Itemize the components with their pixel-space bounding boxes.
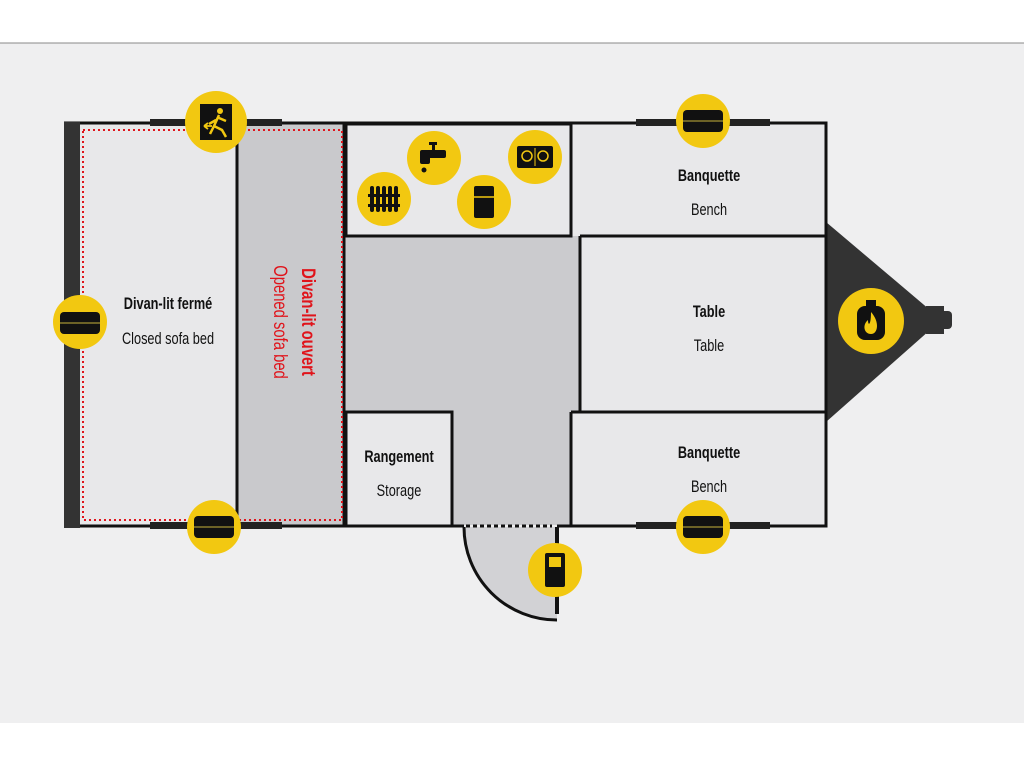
opened-sofa-en: Opened sofa bed [270,265,291,379]
stove-icon [508,130,562,184]
closed-sofa-fr: Divan-lit fermé [124,294,213,313]
window-icon [676,94,730,148]
window-icon [53,295,107,349]
table-fr: Table [693,302,725,321]
radiator-icon [357,172,411,226]
bench-top-en: Bench [691,200,727,219]
opened-sofa-area [237,124,344,525]
door-icon [528,543,582,597]
opened-sofa-label: Divan-lit ouvert Opened sofa bed [270,265,319,379]
window-icon [187,500,241,554]
window-icon [676,500,730,554]
table-area [580,236,826,412]
bench-bottom-en: Bench [691,477,727,496]
emergency-exit-icon [185,91,247,153]
closed-sofa-en: Closed sofa bed [122,329,214,348]
storage-area [346,412,452,525]
bench-top-fr: Banquette [678,166,740,185]
opened-sofa-fr: Divan-lit ouvert [298,268,319,376]
closed-sofa-label: Divan-lit fermé Closed sofa bed [122,294,214,348]
bench-bottom-fr: Banquette [678,443,740,462]
storage-fr: Rangement [364,447,433,466]
gas-bottle-icon [838,288,904,354]
table-en: Table [694,336,724,355]
storage-en: Storage [377,481,422,500]
fridge-icon [457,175,511,229]
faucet-icon [407,131,461,185]
